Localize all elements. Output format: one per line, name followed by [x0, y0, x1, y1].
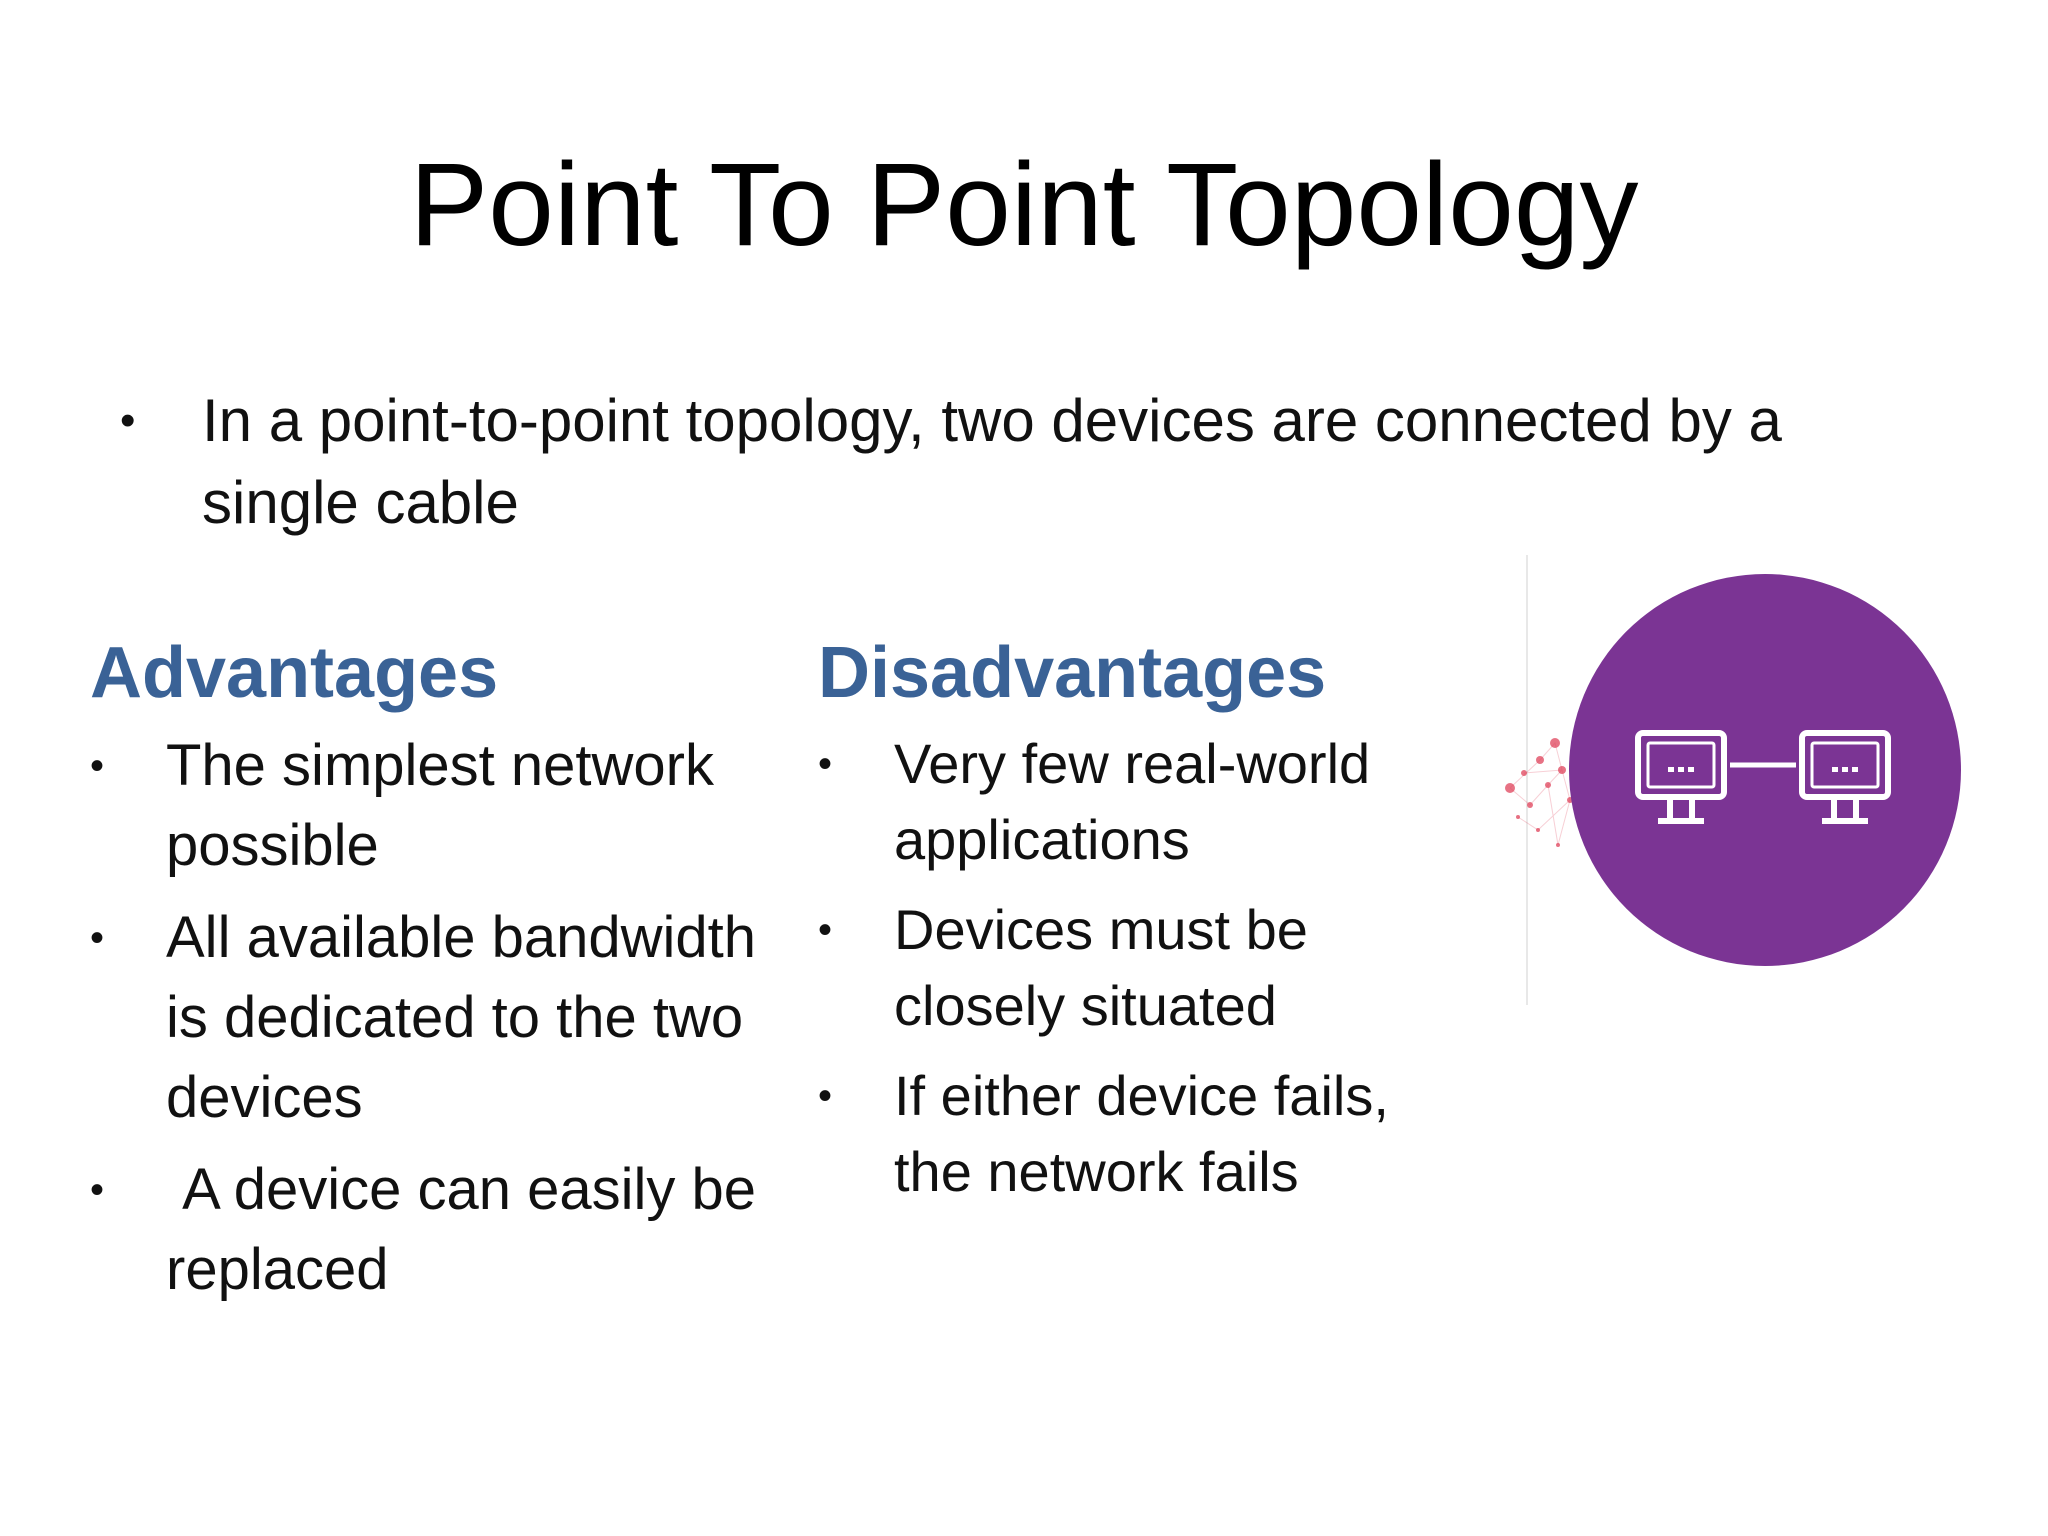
list-item: • Very few real-world applications: [818, 726, 1458, 878]
list-item: • If either device fails, the network fa…: [818, 1058, 1458, 1210]
bullet-icon: •: [818, 1074, 833, 1118]
list-item: • All available bandwidth is dedicated t…: [90, 898, 780, 1138]
bullet-icon: •: [120, 396, 136, 445]
list-item-text: Very few real-world applications: [894, 732, 1371, 871]
intro-text: In a point-to-point topology, two device…: [202, 387, 1782, 536]
topology-illustration: [1500, 555, 1970, 1005]
list-item-text: The simplest network possible: [166, 733, 714, 878]
bullet-icon: •: [90, 1168, 105, 1212]
disadvantages-heading: Disadvantages: [818, 633, 1327, 713]
bullet-icon: •: [90, 744, 105, 788]
two-connected-computers-icon: [1505, 555, 1961, 1005]
disadvantages-list: • Very few real-world applications • Dev…: [818, 726, 1458, 1210]
page-title: Point To Point Topology: [409, 139, 1639, 271]
bullet-icon: •: [818, 908, 833, 952]
list-item: • The simplest network possible: [90, 726, 780, 886]
advantages-list: • The simplest network possible • All av…: [90, 726, 780, 1310]
advantages-section: Advantages • The simplest network possib…: [90, 630, 780, 1322]
bullet-icon: •: [818, 742, 833, 786]
list-item: • Devices must be closely situated: [818, 892, 1458, 1044]
bullet-icon: •: [90, 916, 105, 960]
list-item-text: If either device fails, the network fail…: [894, 1064, 1389, 1203]
list-item-text: A device can easily be replaced: [166, 1157, 773, 1302]
advantages-heading: Advantages: [90, 633, 499, 713]
list-item: • A device can easily be replaced: [90, 1150, 780, 1310]
disadvantages-section: Disadvantages • Very few real-world appl…: [818, 630, 1458, 1224]
list-item-text: All available bandwidth is dedicated to …: [166, 905, 757, 1130]
list-item-text: Devices must be closely situated: [894, 898, 1308, 1037]
intro-bullet: • In a point-to-point topology, two devi…: [120, 380, 1920, 544]
